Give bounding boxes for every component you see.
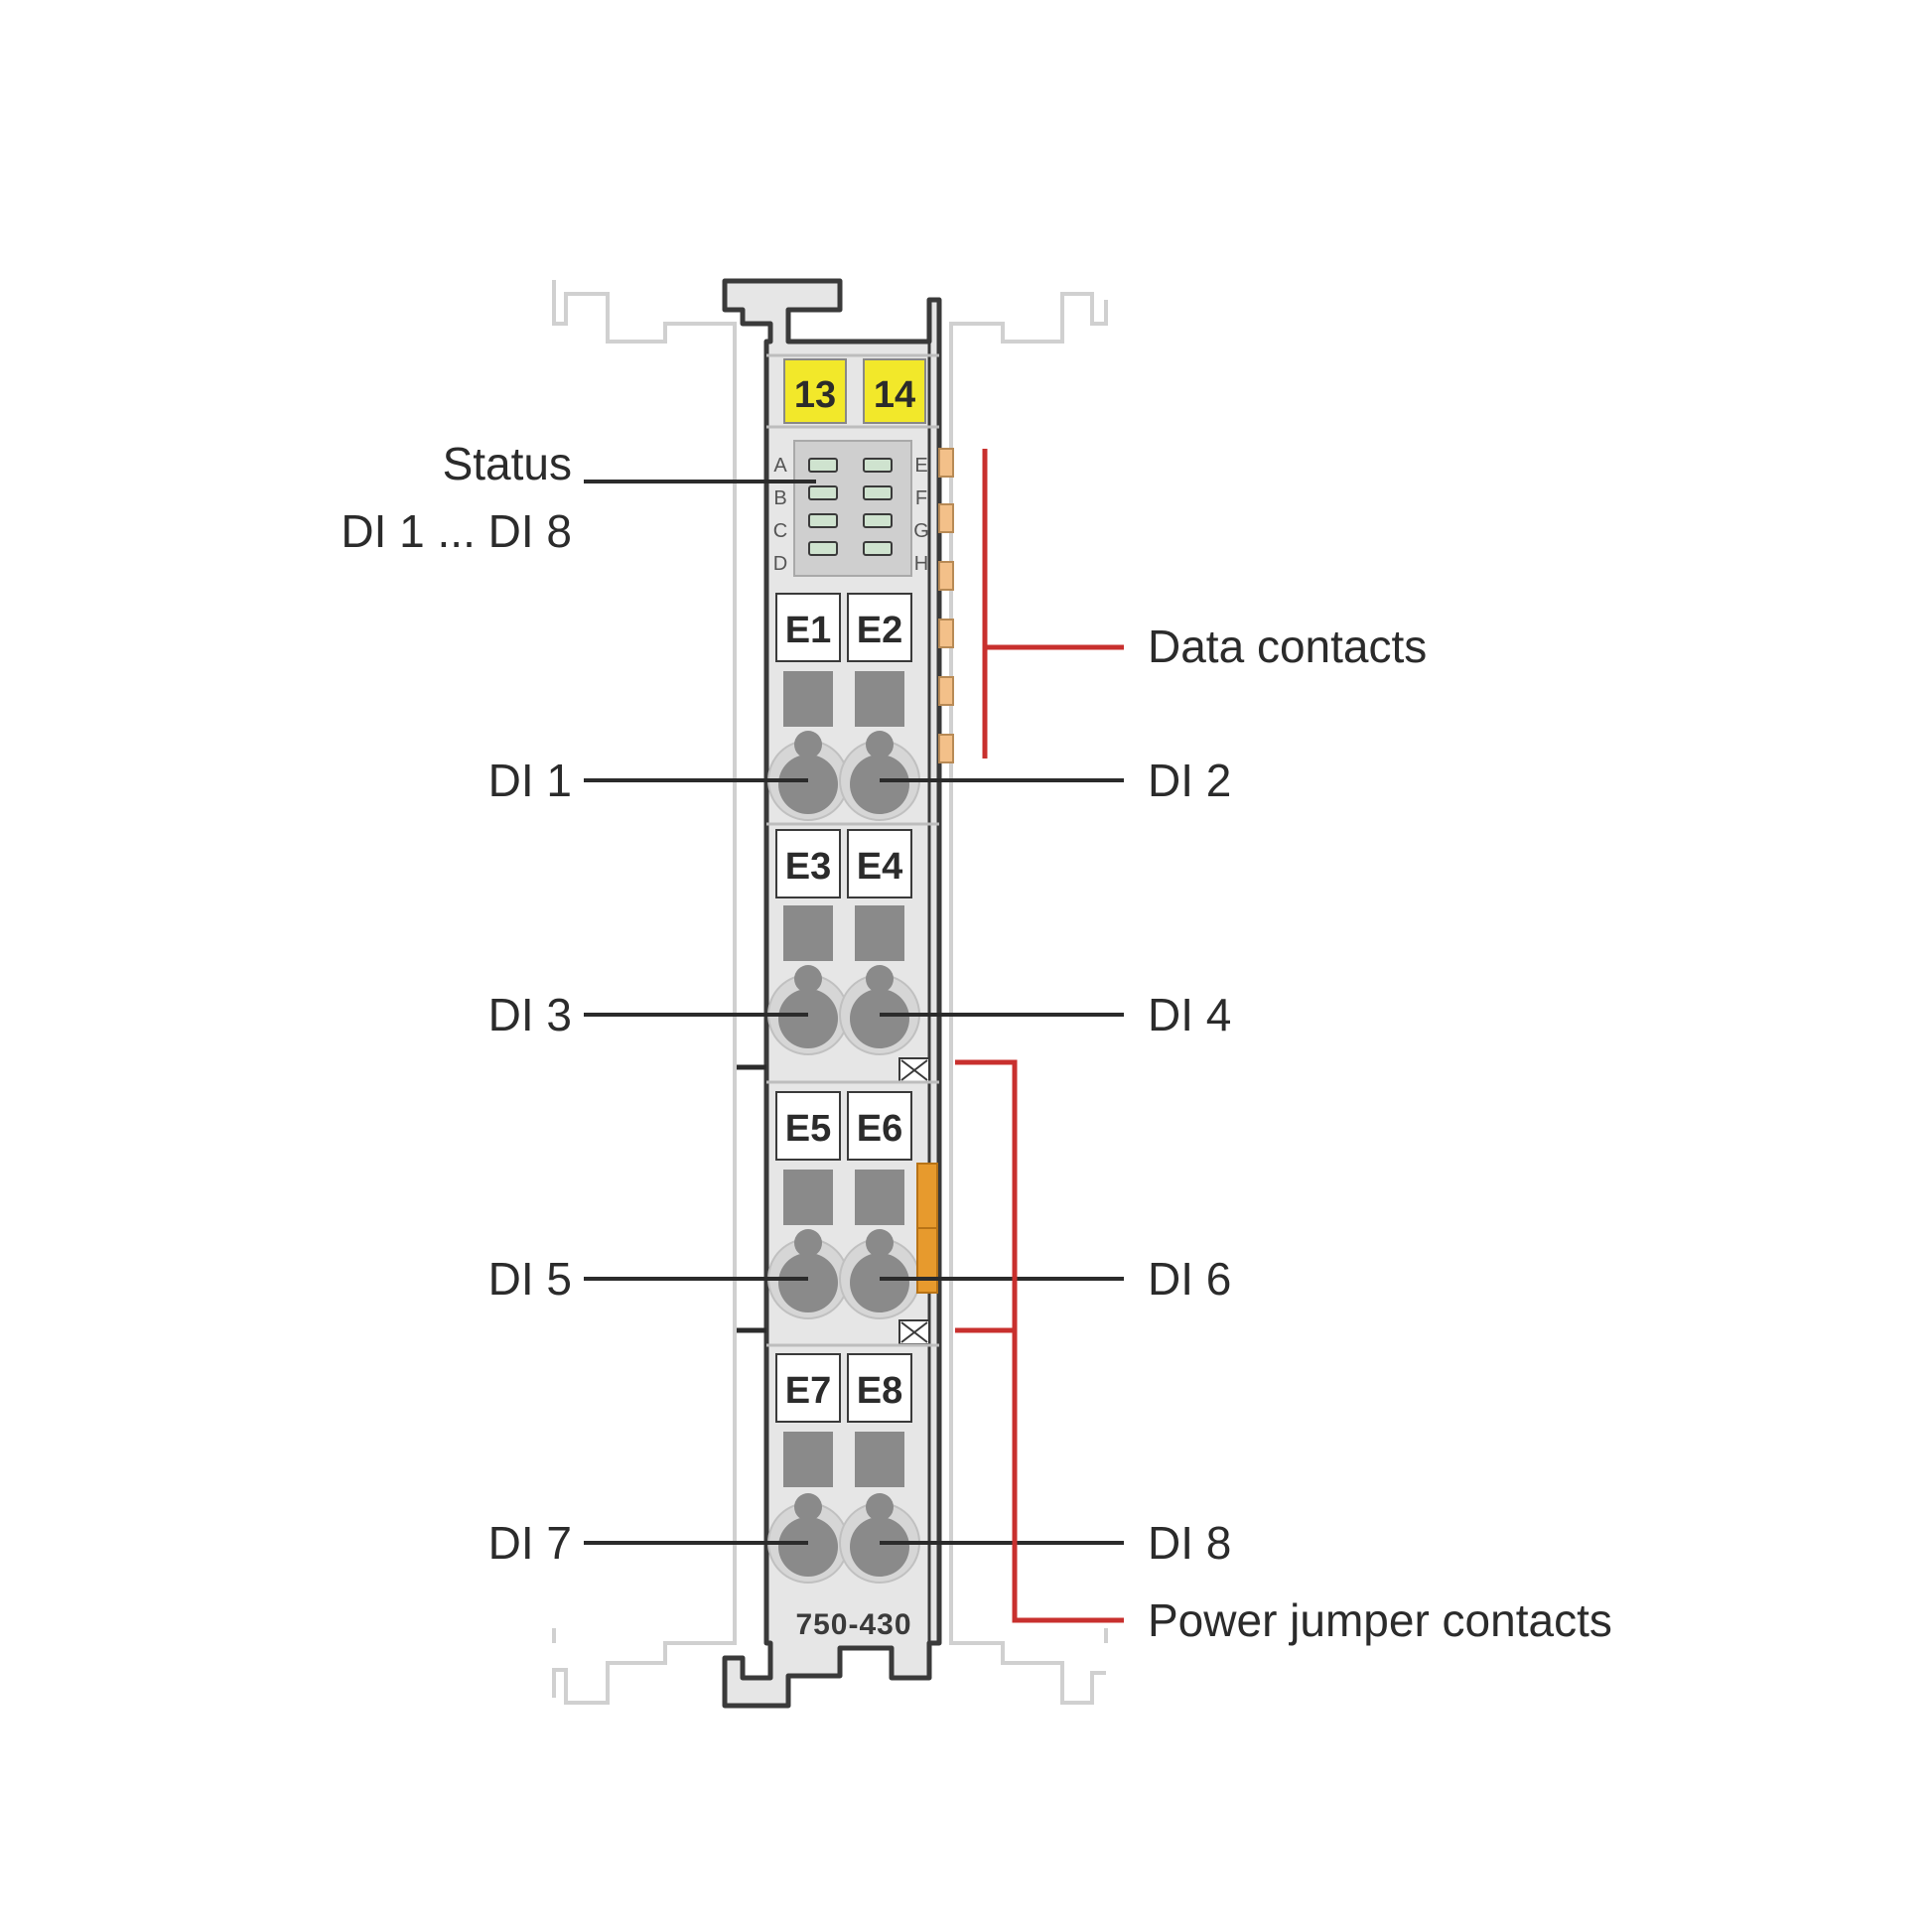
channel-tag-e7: E7	[785, 1370, 831, 1412]
channel-tag-e2: E2	[857, 610, 902, 651]
top-terminal-13-label: 13	[794, 374, 836, 416]
channel-tag-e5: E5	[785, 1108, 831, 1150]
power-jumper-bar	[916, 1163, 938, 1294]
status-label: Status	[443, 438, 572, 489]
led-letter-b: B	[773, 487, 786, 509]
power-jumper-top	[898, 1057, 930, 1083]
led-letter-f: F	[915, 487, 927, 509]
power-jumper-bracket	[955, 1059, 1124, 1623]
channel-block-3: E5 E6	[767, 1091, 920, 1319]
channel-tag-e3: E3	[785, 846, 831, 888]
top-terminal-13: 13	[783, 358, 847, 424]
data-contacts-label: Data contacts	[1148, 621, 1427, 672]
ghost-neighbor-outline	[552, 280, 1108, 1705]
led-letter-e: E	[914, 455, 927, 477]
model-number: 750-430	[795, 1608, 911, 1641]
callout-lines-black	[584, 480, 1124, 1545]
top-terminal-14-label: 14	[874, 374, 915, 416]
channel-tag-e8: E8	[857, 1370, 902, 1412]
data-contacts	[938, 448, 954, 763]
channel-tag-e6: E6	[857, 1108, 902, 1150]
channel-block-2: E3 E4	[767, 829, 920, 1055]
channel-block-1: E1 E2	[767, 593, 920, 821]
led-letter-d: D	[773, 553, 787, 575]
di-7-label: DI 7	[488, 1517, 572, 1569]
status-range-label: DI 1 ... DI 8	[341, 505, 572, 557]
di-4-label: DI 4	[1148, 989, 1231, 1040]
led-letter-h: H	[914, 553, 928, 575]
power-jumper-bottom	[898, 1319, 930, 1345]
power-jumper-label: Power jumper contacts	[1148, 1594, 1612, 1646]
led-letter-a: A	[773, 455, 787, 477]
di-6-label: DI 6	[1148, 1253, 1231, 1305]
status-led-panel: A B C D E F G H	[773, 440, 929, 577]
data-contacts-bracket	[982, 449, 1124, 759]
led-letter-g: G	[913, 520, 929, 542]
di-1-label: DI 1	[488, 755, 572, 806]
led-letter-c: C	[773, 520, 787, 542]
channel-tag-e1: E1	[785, 610, 831, 651]
top-terminal-14: 14	[863, 358, 926, 424]
di-3-label: DI 3	[488, 989, 572, 1040]
di-2-label: DI 2	[1148, 755, 1231, 806]
di-5-label: DI 5	[488, 1253, 572, 1305]
di-8-label: DI 8	[1148, 1517, 1231, 1569]
channel-tag-e4: E4	[857, 846, 902, 888]
led-green	[808, 458, 893, 556]
